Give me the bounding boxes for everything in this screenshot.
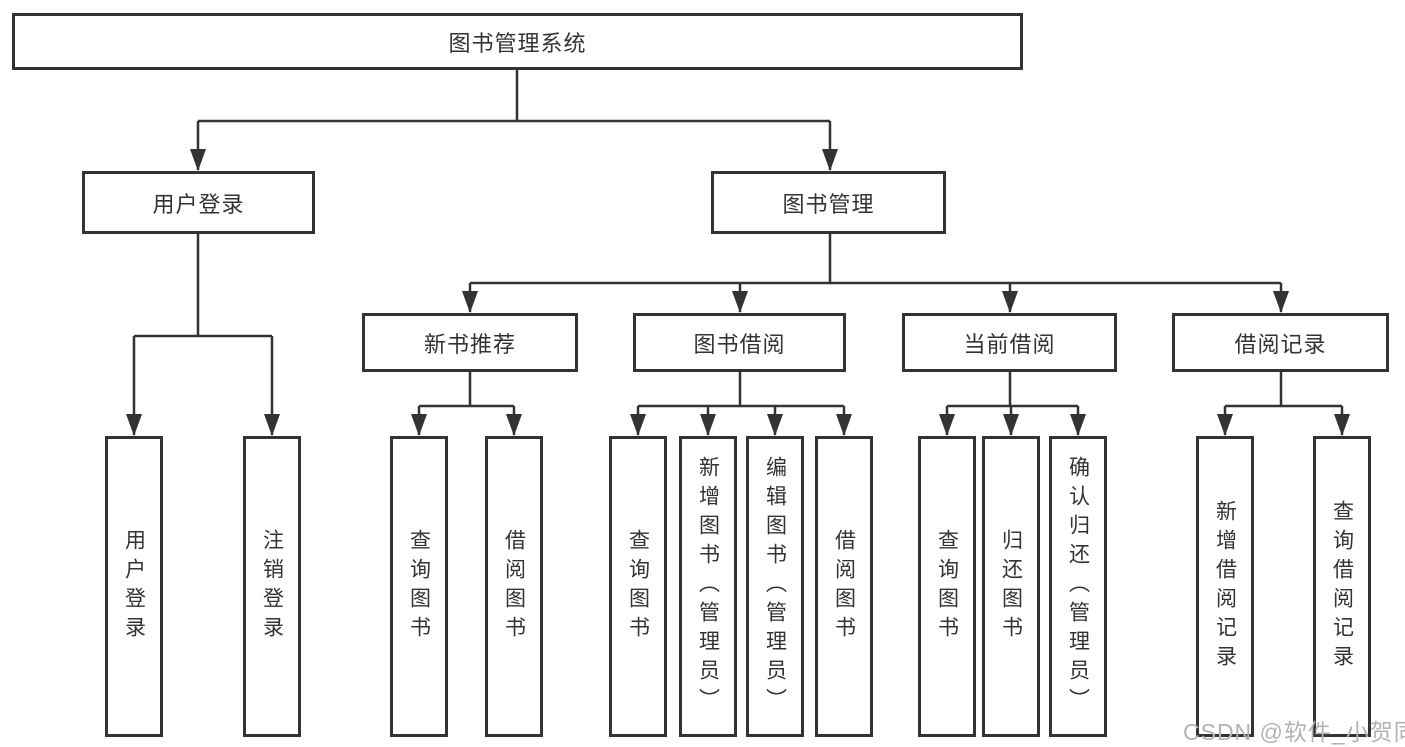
leaf-return-books: 归还图书 xyxy=(982,436,1040,737)
leaf-query-books-borrow: 查询图书 xyxy=(609,436,667,737)
node-borrow-record: 借阅记录 xyxy=(1172,313,1389,372)
node-user-login-label: 用户登录 xyxy=(152,191,245,217)
connector-current-borrow xyxy=(939,372,1086,436)
node-book-borrow: 图书借阅 xyxy=(633,313,846,372)
connector-borrow-record xyxy=(1217,372,1350,436)
leaf-query-borrow-record-label: 查询借阅记录 xyxy=(1330,499,1354,674)
leaf-logout-label: 注销登录 xyxy=(260,528,284,645)
node-borrow-record-label: 借阅记录 xyxy=(1234,331,1327,357)
node-user-login: 用户登录 xyxy=(82,171,315,234)
leaf-query-books-current-label: 查询图书 xyxy=(935,528,959,645)
leaf-borrow-books-recommend-label: 借阅图书 xyxy=(502,528,526,645)
leaf-edit-books-admin: 编辑图书（管理员） xyxy=(746,436,804,737)
leaf-user-login: 用户登录 xyxy=(105,436,163,737)
leaf-edit-books-admin-label: 编辑图书（管理员） xyxy=(763,456,787,717)
leaf-logout: 注销登录 xyxy=(243,436,301,737)
leaf-add-borrow-record-label: 新增借阅记录 xyxy=(1213,499,1237,674)
node-book-management: 图书管理 xyxy=(711,171,946,234)
leaf-query-borrow-record: 查询借阅记录 xyxy=(1313,436,1371,737)
leaf-confirm-return-admin-label: 确认归还（管理员） xyxy=(1066,456,1090,717)
node-book-management-label: 图书管理 xyxy=(782,191,875,217)
leaf-return-books-label: 归还图书 xyxy=(999,528,1023,645)
leaf-query-books-borrow-label: 查询图书 xyxy=(626,528,650,645)
leaf-add-borrow-record: 新增借阅记录 xyxy=(1196,436,1254,737)
connector-root xyxy=(190,70,838,171)
connector-user-login xyxy=(126,234,280,436)
node-new-book-recommend-label: 新书推荐 xyxy=(423,331,516,357)
connector-book-management xyxy=(462,234,1289,313)
leaf-user-login-label: 用户登录 xyxy=(122,528,146,645)
leaf-query-books-current: 查询图书 xyxy=(918,436,976,737)
node-root: 图书管理系统 xyxy=(12,13,1023,70)
leaf-add-books-admin: 新增图书（管理员） xyxy=(679,436,737,737)
leaf-query-books-recommend: 查询图书 xyxy=(390,436,448,737)
leaf-add-books-admin-label: 新增图书（管理员） xyxy=(696,456,720,717)
leaf-borrow-books-label: 借阅图书 xyxy=(832,528,856,645)
leaf-query-books-recommend-label: 查询图书 xyxy=(407,528,431,645)
node-new-book-recommend: 新书推荐 xyxy=(362,313,578,372)
leaf-borrow-books-recommend: 借阅图书 xyxy=(485,436,543,737)
node-book-borrow-label: 图书借阅 xyxy=(693,331,786,357)
node-current-borrow-label: 当前借阅 xyxy=(963,331,1056,357)
node-root-label: 图书管理系统 xyxy=(448,30,587,56)
leaf-confirm-return-admin: 确认归还（管理员） xyxy=(1049,436,1107,737)
connector-book-borrow xyxy=(630,372,852,436)
leaf-borrow-books: 借阅图书 xyxy=(815,436,873,737)
node-current-borrow: 当前借阅 xyxy=(902,313,1117,372)
csdn-watermark: CSDN @软件_小贺同学 xyxy=(1183,719,1405,745)
connector-new-book xyxy=(411,372,522,436)
